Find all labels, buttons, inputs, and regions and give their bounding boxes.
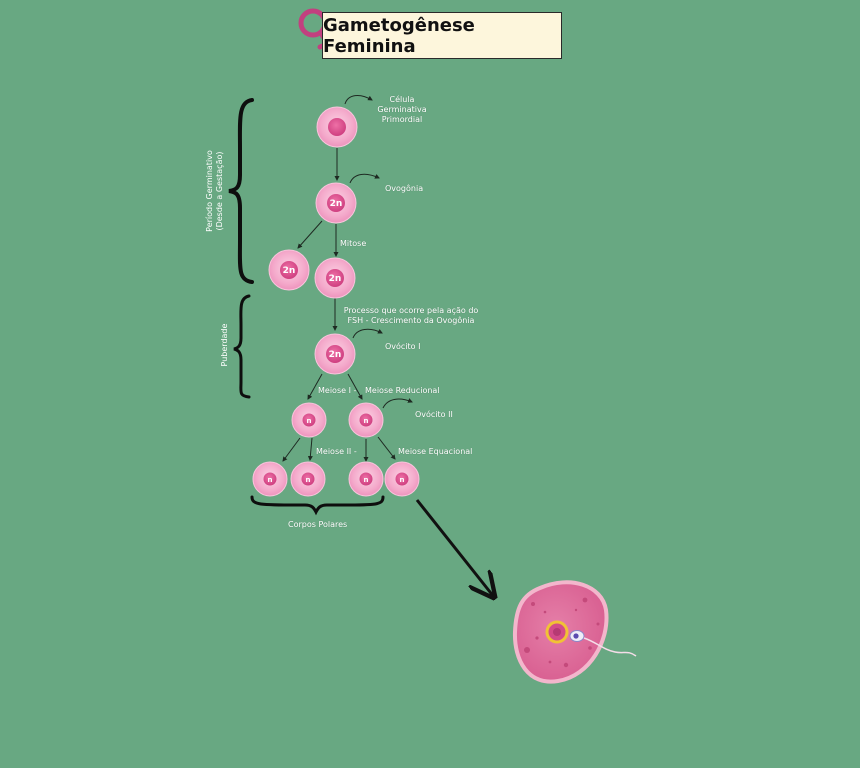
label-secondary-oocyte: Ovócito II xyxy=(415,410,453,419)
meiosis1-cell-left-nucleus xyxy=(302,413,316,427)
label-fsh-process-line-1: Processo que ocorre pela ação do xyxy=(343,306,479,315)
mitosis-cell-right: 2n xyxy=(314,257,356,299)
label-mitosis: Mitose xyxy=(340,239,367,248)
label-germinative-period-line-1: Período Germinativo xyxy=(205,150,214,232)
mitosis-cell-left-ploidy: 2n xyxy=(283,266,296,276)
primordial-cell xyxy=(316,106,358,148)
label-meiosis-2: Meiose II - xyxy=(316,447,357,456)
label-oogonia: Ovogônia xyxy=(385,184,424,193)
polar-body-1-nucleus xyxy=(263,472,277,486)
oogonia-cell-ploidy: 2n xyxy=(330,199,343,209)
ovum-cell-nucleus xyxy=(395,472,409,486)
cells-group: 2n 2n 2n 2n n n n n n n xyxy=(252,106,420,497)
mitosis-cell-left: 2n xyxy=(268,249,310,291)
secondary-oocyte-cell-ploidy: n xyxy=(364,417,369,425)
label-meiosis-1: Meiose I - xyxy=(318,386,357,395)
label-fsh-process-line-2: FSH - Crescimento da Ovogônia xyxy=(347,316,475,325)
mitosis-cell-right-ploidy: 2n xyxy=(329,274,342,284)
big-arrow xyxy=(415,499,494,597)
polar-body-2-nucleus xyxy=(301,472,315,486)
primordial-cell-nucleus xyxy=(328,118,346,136)
egg-cell-illustration xyxy=(512,580,637,684)
secondary-oocyte-cell-nucleus xyxy=(359,413,373,427)
primary-oocyte-cell: 2n xyxy=(314,333,356,375)
ovum-cell: n xyxy=(384,461,420,497)
polar-bodies-brace xyxy=(250,495,385,516)
polar-body-2: n xyxy=(290,461,326,497)
polar-body-2-ploidy: n xyxy=(306,476,311,484)
label-primordial-cell-line-2: Germinativa xyxy=(377,105,427,114)
meiosis1-cell-left-ploidy: n xyxy=(307,417,312,425)
label-primordial-cell-line-3: Primordial xyxy=(381,115,423,124)
mitosis-cell-right-nucleus xyxy=(326,269,344,287)
label-primordial-cell: Célula Germinativa Primordial xyxy=(367,95,437,125)
label-primary-oocyte: Ovócito I xyxy=(385,342,421,351)
polar-body-3-nucleus xyxy=(359,472,373,486)
label-germinative-period: Período Germinativo (Desde a Gestação) xyxy=(205,136,225,246)
label-polar-bodies: Corpos Polares xyxy=(288,520,348,529)
ovum-cell-ploidy: n xyxy=(400,476,405,484)
page-title: Gametogênese Feminina xyxy=(322,12,562,59)
polar-body-1: n xyxy=(252,461,288,497)
label-equational: Meiose Equacional xyxy=(398,447,473,456)
polar-body-3-ploidy: n xyxy=(364,476,369,484)
polar-body-1-ploidy: n xyxy=(268,476,273,484)
oogonia-cell-nucleus xyxy=(327,194,345,212)
label-reductional: Meiose Reducional xyxy=(365,386,440,395)
oogonia-cell: 2n xyxy=(315,182,357,224)
label-primordial-cell-line-1: Célula xyxy=(389,95,415,104)
mitosis-cell-left-nucleus xyxy=(280,261,298,279)
label-puberty: Puberdade xyxy=(220,323,229,367)
progression-arrows xyxy=(282,95,413,462)
label-fsh-process: Processo que ocorre pela ação do FSH - C… xyxy=(336,306,486,326)
meiosis1-cell-left: n xyxy=(291,402,327,438)
secondary-oocyte-cell: n xyxy=(348,402,384,438)
puberty-brace xyxy=(233,294,251,399)
polar-body-3: n xyxy=(348,461,384,497)
germinative-period-brace xyxy=(228,98,254,284)
primary-oocyte-cell-ploidy: 2n xyxy=(329,350,342,360)
primary-oocyte-cell-nucleus xyxy=(326,345,344,363)
label-germinative-period-line-2: (Desde a Gestação) xyxy=(215,151,224,231)
